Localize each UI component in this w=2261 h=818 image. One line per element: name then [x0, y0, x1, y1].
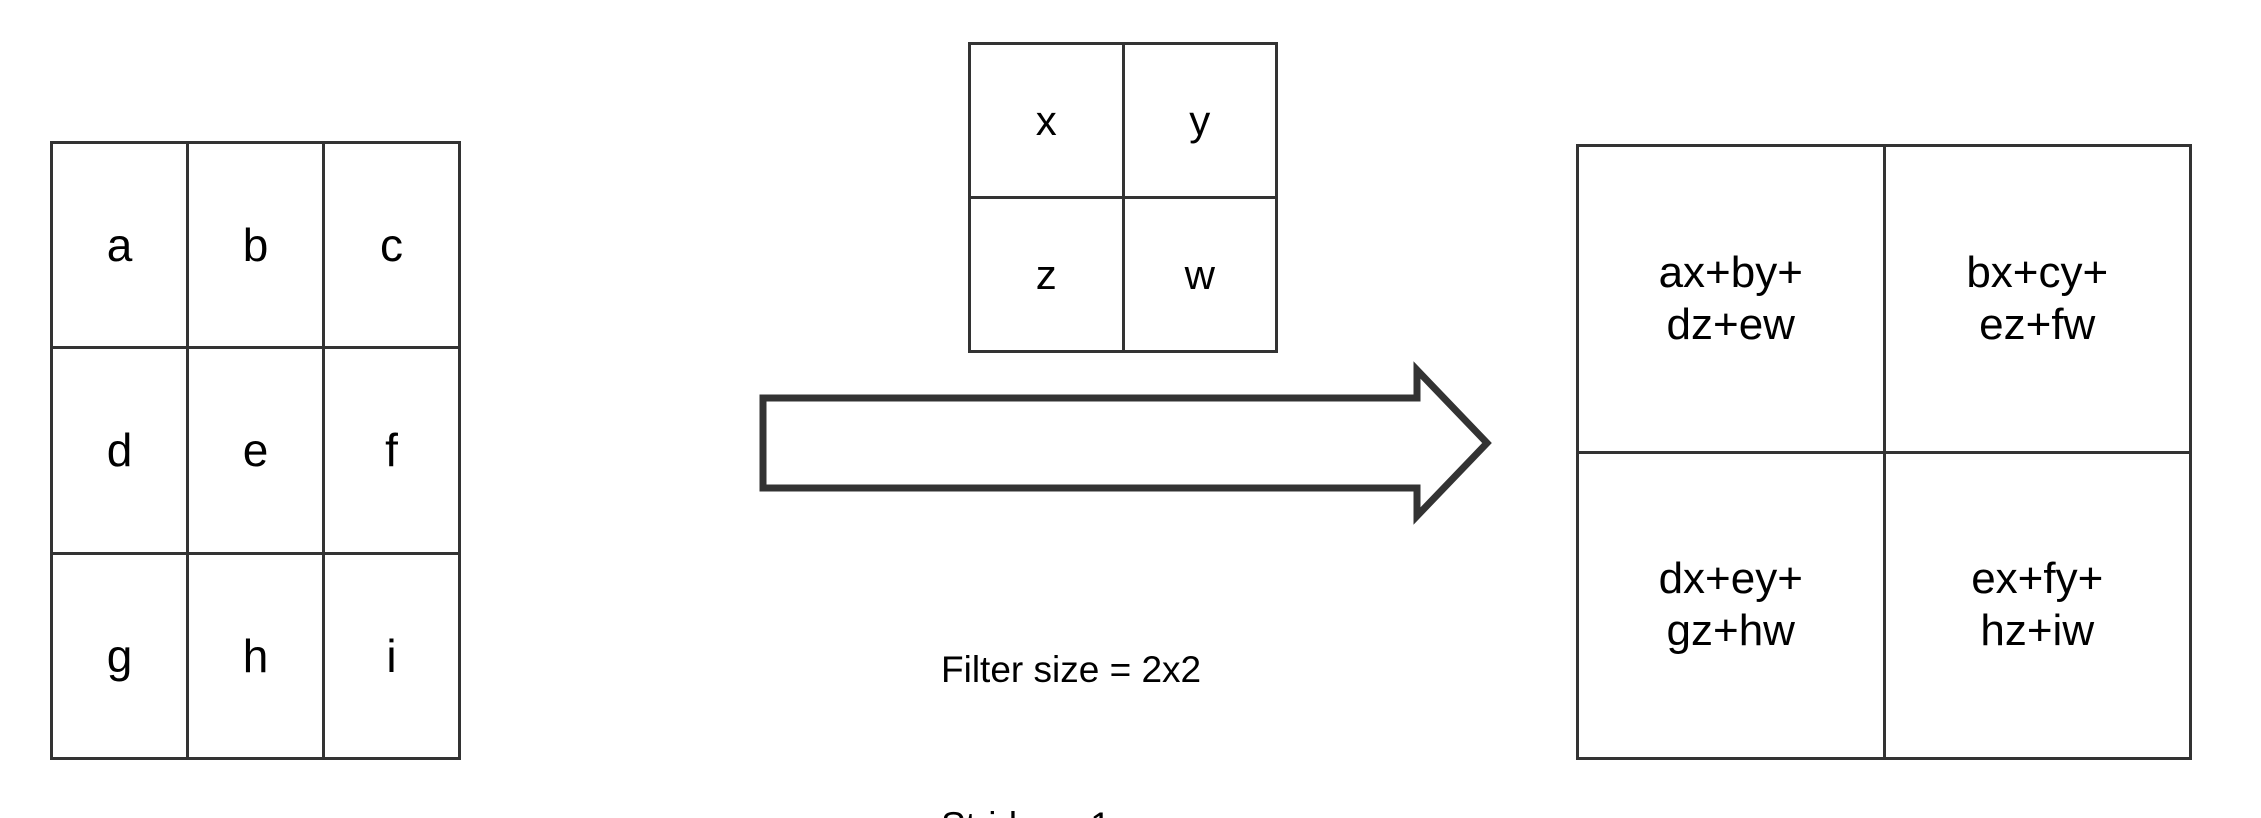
input-cell-3: d — [53, 349, 189, 555]
input-cell-1: b — [189, 144, 325, 350]
convolution-parameters: Filter size = 2x2 Stride = 1 Padding = 0 — [941, 540, 1201, 818]
input-cell-6: g — [53, 554, 189, 760]
output-cell-3: ex+fy+ hz+iw — [1885, 453, 2192, 760]
input-matrix: a b c d e f g h i — [50, 141, 461, 760]
param-filter-size: Filter size = 2x2 — [941, 649, 1202, 690]
output-cell-2: dx+ey+ gz+hw — [1579, 453, 1886, 760]
filter-matrix: x y z w — [968, 42, 1278, 353]
input-cell-4: e — [189, 349, 325, 555]
input-cell-7: h — [189, 554, 325, 760]
convolution-arrow-icon — [755, 358, 1495, 528]
param-stride: Stride = 1 — [941, 800, 1201, 818]
output-cell-0: ax+by+ dz+ew — [1579, 147, 1886, 454]
input-cell-8: i — [325, 554, 461, 760]
output-matrix: ax+by+ dz+ew bx+cy+ ez+fw dx+ey+ gz+hw e… — [1576, 144, 2192, 760]
filter-cell-0: x — [971, 45, 1125, 199]
filter-cell-2: z — [971, 199, 1125, 353]
filter-cell-1: y — [1124, 45, 1278, 199]
output-cell-1: bx+cy+ ez+fw — [1885, 147, 2192, 454]
input-cell-2: c — [325, 144, 461, 350]
input-cell-5: f — [325, 349, 461, 555]
filter-cell-3: w — [1124, 199, 1278, 353]
input-cell-0: a — [53, 144, 189, 350]
